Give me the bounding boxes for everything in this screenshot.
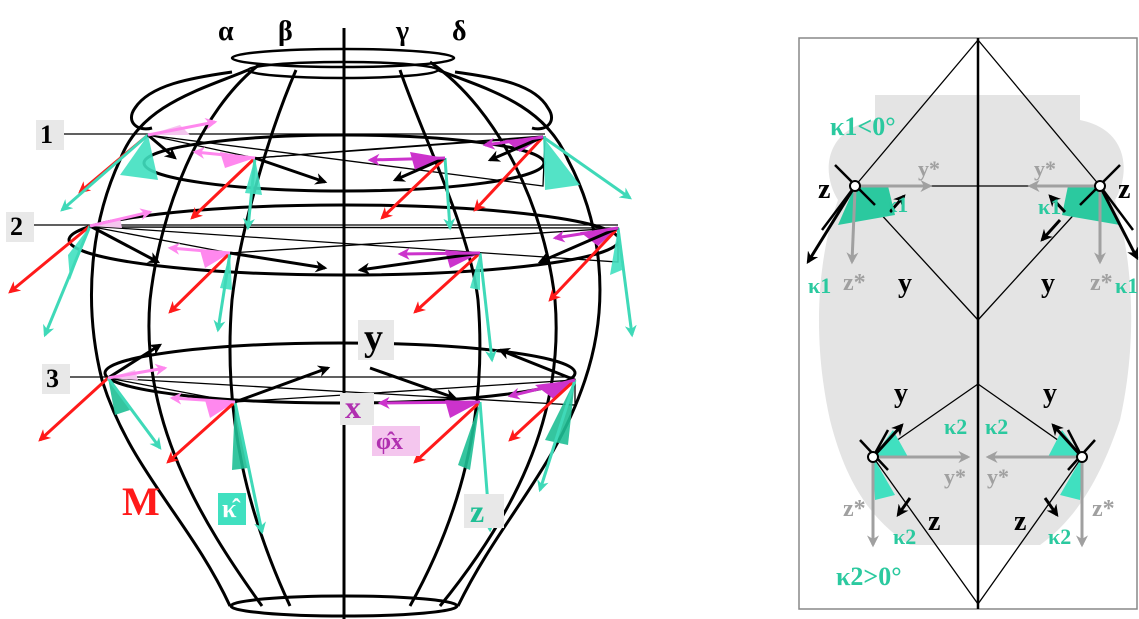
kappa2-wedge-left-lower bbox=[873, 457, 895, 500]
kappa-label-badge bbox=[218, 493, 246, 525]
vase-label-y: y bbox=[364, 317, 383, 359]
kappa1-wedge-left bbox=[838, 186, 895, 225]
phi-label-badge bbox=[372, 426, 420, 456]
cs-kappa1-condition: κ1<0° bbox=[830, 112, 896, 141]
vase-diagram: α β γ δ 1 2 3 y x φ̂x κ̂ z M bbox=[6, 16, 637, 619]
cs-black-arrows bbox=[806, 185, 1139, 517]
vase-top-rim bbox=[230, 47, 456, 69]
vase-outline-right bbox=[437, 68, 602, 607]
cs-ystar-label-upper-left: y* bbox=[918, 156, 940, 181]
moment-arrows bbox=[8, 133, 620, 464]
cs-z-label-lower-left: z bbox=[928, 506, 940, 537]
vase-label-moment: M bbox=[122, 479, 160, 524]
kappa2-wedge-left bbox=[873, 430, 908, 457]
vase-label-phi: φ̂x bbox=[376, 429, 403, 455]
z-label-badge bbox=[464, 494, 504, 528]
level-1-badge bbox=[36, 120, 64, 150]
vase-silhouette bbox=[818, 95, 1132, 545]
cs-kappa2-label-inner-right: κ2 bbox=[985, 414, 1008, 439]
cs-kappa2-label-lower-right: κ2 bbox=[1048, 524, 1071, 549]
kappa2-wedge-right bbox=[1048, 430, 1082, 457]
cs-ystar-label-lower-right: y* bbox=[987, 464, 1009, 489]
cs-z-label-upper-left: z bbox=[818, 174, 830, 205]
kappa-arrows bbox=[43, 133, 637, 535]
vase-bottom-rim bbox=[229, 594, 459, 618]
cs-z-label-lower-right: z bbox=[1014, 506, 1026, 537]
cs-kappa1-label-left: κ1 bbox=[885, 192, 908, 217]
cs-pivot-upper-left bbox=[849, 180, 861, 192]
cs-kappa1-label-outer-right: κ1 bbox=[1115, 273, 1138, 298]
cross-section-diagram: κ1<0° κ2>0° κ1 κ1 κ1 κ1 κ2 κ2 κ2 κ2 y y … bbox=[798, 37, 1139, 610]
kappa2-wedge-right-lower bbox=[1060, 457, 1082, 500]
meridian-label-beta: β bbox=[278, 16, 293, 47]
level-2-badge bbox=[6, 212, 34, 242]
tangent-arrows bbox=[89, 133, 619, 404]
cs-zstar-label-upper-left: z* bbox=[843, 270, 866, 296]
meridian-label-gamma: γ bbox=[395, 16, 409, 47]
cs-y-label-lower-left: y bbox=[894, 378, 908, 409]
level-3-badge bbox=[42, 364, 70, 394]
cs-kappa2-label-lower-left: κ2 bbox=[893, 524, 916, 549]
cs-pivot-upper-right bbox=[1094, 180, 1106, 192]
meridian-label-delta: δ bbox=[452, 16, 467, 47]
level-label-3: 3 bbox=[46, 364, 59, 393]
cs-ystar-label-upper-right: y* bbox=[1034, 156, 1056, 181]
cs-kappa1-label-outer-left: κ1 bbox=[808, 273, 831, 298]
cs-y-label-lower-right: y bbox=[1043, 378, 1057, 409]
cs-pivot-lower-left bbox=[867, 451, 879, 463]
vase-label-z: z bbox=[470, 493, 484, 529]
y-label-badge bbox=[358, 320, 394, 360]
x-label-badge bbox=[340, 393, 374, 425]
level-label-1: 1 bbox=[40, 120, 53, 149]
cs-gray-arrows bbox=[846, 180, 1106, 548]
meridian-gamma bbox=[398, 69, 482, 607]
cs-zstar-label-upper-right: z* bbox=[1090, 270, 1113, 296]
handle-right bbox=[454, 70, 554, 131]
cs-zstar-label-lower-right: z* bbox=[1092, 496, 1115, 522]
vase-label-x: x bbox=[345, 389, 361, 425]
cs-z-label-upper-right: z bbox=[1118, 174, 1130, 205]
cs-pivot-lower-right bbox=[1076, 451, 1088, 463]
level-label-2: 2 bbox=[10, 212, 23, 241]
cs-y-label-upper-left: y bbox=[898, 268, 912, 299]
handle-left bbox=[129, 70, 233, 131]
cs-kappa2-label-inner-left: κ2 bbox=[944, 414, 967, 439]
kappa1-wedge-right bbox=[1062, 186, 1120, 225]
cs-kappa1-label-right: κ1 bbox=[1038, 194, 1061, 219]
cs-ystar-label-lower-left: y* bbox=[944, 464, 966, 489]
cs-zstar-label-lower-left: z* bbox=[843, 496, 866, 522]
phi-arrows bbox=[89, 117, 619, 409]
vase-outline-left bbox=[90, 68, 249, 607]
cs-kappa2-condition: κ2>0° bbox=[836, 562, 902, 591]
meridian-label-alpha: α bbox=[218, 16, 234, 47]
cs-y-label-upper-right: y bbox=[1041, 268, 1055, 299]
